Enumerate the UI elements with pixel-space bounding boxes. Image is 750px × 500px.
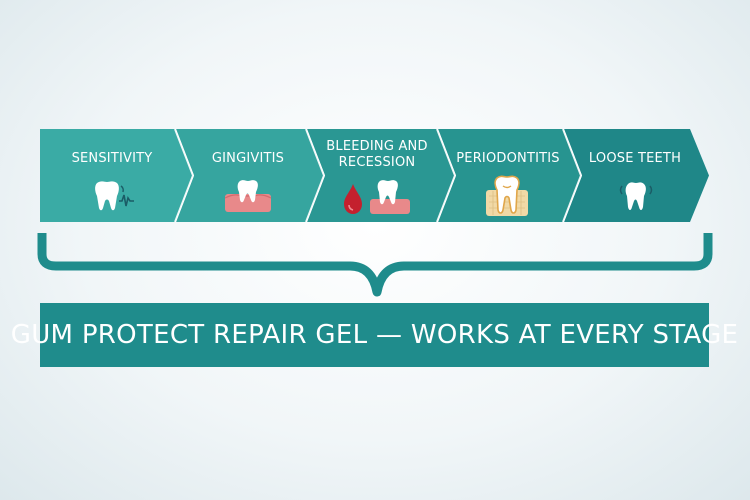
step-label-periodontitis: PERIODONTITIS xyxy=(456,151,560,166)
step-label-bleeding-recession: BLEEDING AND RECESSION xyxy=(326,139,428,170)
step-shape-3 xyxy=(307,129,455,222)
step-label-loose-teeth: LOOSE TEETH xyxy=(588,151,682,166)
curly-brace xyxy=(37,233,713,297)
loose-tooth-icon xyxy=(619,182,653,210)
step-shape-4 xyxy=(438,129,581,222)
step-shape-1 xyxy=(40,129,193,222)
banner-text: GUM PROTECT REPAIR GEL — WORKS AT EVERY … xyxy=(10,320,739,350)
step-label-sensitivity: SENSITIVITY xyxy=(71,151,153,166)
blood-drop-tooth-icon xyxy=(344,180,410,214)
step-shape-5 xyxy=(564,129,709,222)
tooth-sensitivity-icon xyxy=(95,181,134,211)
tooth-root-icon xyxy=(486,175,528,216)
step-shape-2 xyxy=(176,129,324,222)
product-banner: GUM PROTECT REPAIR GEL — WORKS AT EVERY … xyxy=(11,303,738,367)
step-label-gingivitis: GINGIVITIS xyxy=(211,151,285,166)
tooth-gum-icon xyxy=(224,180,272,212)
